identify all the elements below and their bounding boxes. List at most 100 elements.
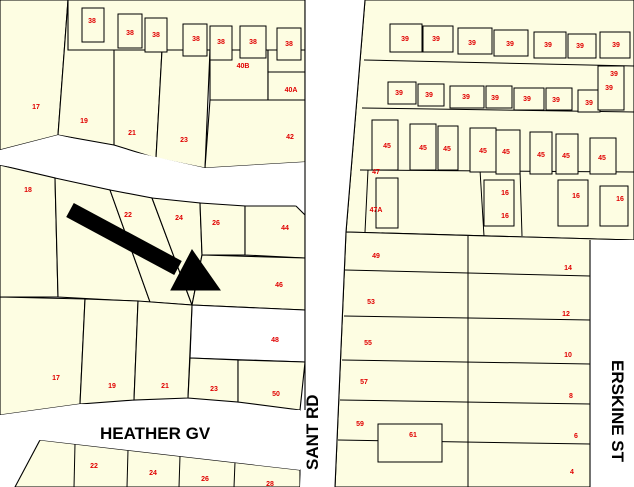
building [449,85,485,109]
lot-number: 38 [217,39,225,46]
lot-number: 39 [585,100,593,107]
lot-number: 6 [574,433,578,440]
lot-number: 38 [285,41,293,48]
lot-number: 49 [372,253,380,260]
lot-number: 46 [275,282,283,289]
building [144,17,168,53]
lot-number: 39 [544,42,552,49]
building [485,85,513,109]
building [276,27,302,61]
building [437,125,459,171]
lot-number: 28 [266,481,274,487]
lot-number: 39 [523,96,531,103]
lot-48[interactable] [189,304,306,363]
lot-number: 39 [425,92,433,99]
lot-number: 45 [502,149,510,156]
lot-number: 39 [605,85,613,92]
lot-number: 39 [462,94,470,101]
lot-number: 39 [468,40,476,47]
lot-number: 38 [152,32,160,39]
lot-number: 39 [491,95,499,102]
block-mid-right [334,231,634,487]
lot-number: 16 [501,190,509,197]
lot-number: 47 [372,169,380,176]
lot-number: 18 [24,187,32,194]
lot-number: 40A [285,87,298,94]
building [117,13,143,49]
lot-number: 10 [564,352,572,359]
building [209,25,233,61]
lot-23-top[interactable] [155,49,211,169]
building [371,119,399,171]
building [567,33,597,59]
lot-number: 53 [367,299,375,306]
lot-44[interactable] [244,205,306,259]
building [599,31,631,59]
lot-number: 39 [610,71,618,78]
lot-number: 59 [356,421,364,428]
lot-number: 38 [192,36,200,43]
road-erskine-st[interactable] [590,240,634,487]
lot-number: 39 [552,97,560,104]
building [182,23,208,57]
building [589,137,617,175]
street-heather-gv: HEATHER GV [100,424,211,443]
lot-50[interactable] [237,359,306,411]
lot-number: 44 [281,225,289,232]
building [239,25,267,59]
lot-number: 19 [108,383,116,390]
lot-23-bot[interactable] [187,357,239,403]
lot-number: 26 [212,220,220,227]
block-lower-left [0,296,306,416]
lot-17-top[interactable] [0,0,69,151]
lot-number: 40B [237,63,250,70]
buildings-39-row-b [387,65,625,113]
building [409,123,437,171]
road-sant-rd[interactable] [300,0,365,487]
lot-number: 45 [562,153,570,160]
lot-number: 48 [271,337,279,344]
lot-17-bot[interactable] [0,296,86,416]
lot-number: 61 [409,432,417,439]
lot-number: 47A [370,207,383,214]
lot-21-top[interactable] [113,49,163,159]
lot-number: 24 [149,470,157,477]
lot-number: 45 [479,148,487,155]
lot-number: 17 [32,104,40,111]
lot-number: 16 [572,193,580,200]
lot-number: 39 [432,36,440,43]
building [483,179,515,227]
lot-number: 23 [210,386,218,393]
lot-number: 42 [286,134,294,141]
lot-number: 38 [126,30,134,37]
lot-number: 12 [562,311,570,318]
lot-number: 8 [569,393,573,400]
street-erskine-st: ERSKINE ST [608,360,627,463]
lot-number: 55 [364,340,372,347]
building-61 [377,423,443,463]
building [529,131,553,175]
lot-26b[interactable] [199,202,246,256]
building [469,127,497,173]
lot-number: 39 [576,43,584,50]
building [557,179,589,227]
lot-number: 16 [501,213,509,220]
building [387,81,417,105]
building [599,185,629,227]
buildings-45-row [371,119,629,229]
road-heather-gv[interactable] [0,404,300,470]
lot-18[interactable] [0,164,59,298]
building [545,87,573,111]
road-diagonal-top[interactable] [0,135,305,206]
building [389,23,423,53]
lot-number: 21 [128,130,136,137]
buildings-top-row [81,7,302,61]
lot-number: 45 [419,145,427,152]
lot-number: 39 [612,42,620,49]
lot-number: 24 [175,215,183,222]
buildings-39-row-a [389,23,631,59]
lot-number: 17 [52,375,60,382]
building [422,25,454,53]
